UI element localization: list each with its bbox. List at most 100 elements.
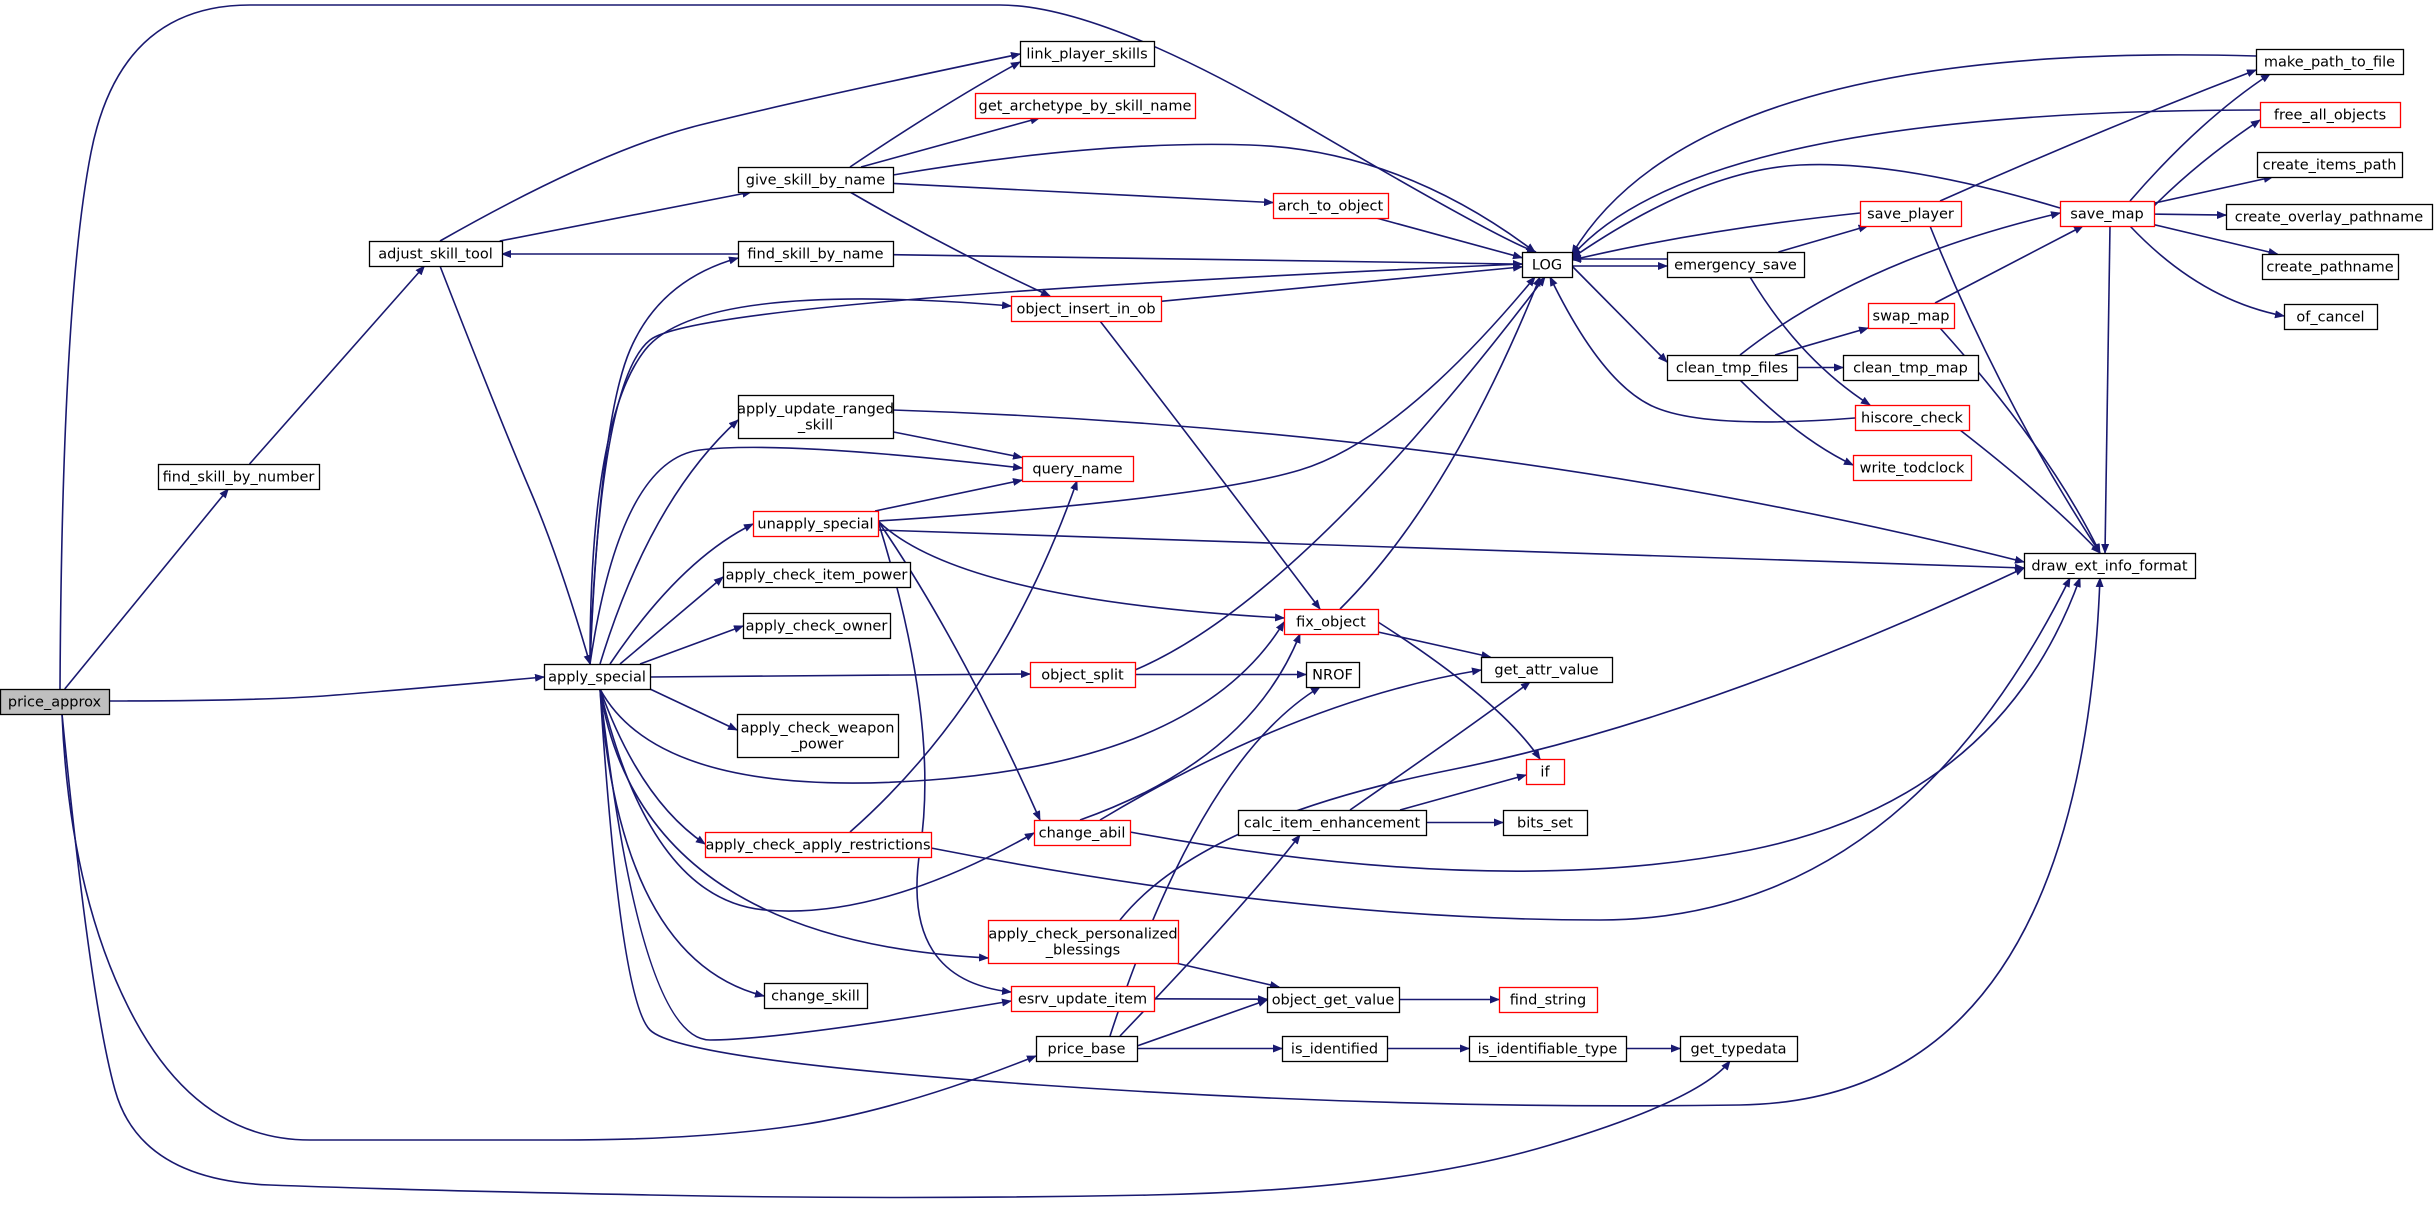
- node-label: write_todclock: [1860, 461, 1965, 477]
- node-write_todclock[interactable]: write_todclock: [1852, 454, 1973, 482]
- call-edge-price_approx-to-LOG: [59, 4, 1537, 690]
- call-edge-save_map-to-create_items_path: [2153, 175, 2274, 204]
- node-box: [368, 240, 504, 268]
- call-edge-unapply_special-to-query_name: [874, 478, 1023, 512]
- node-draw_ext_info_format[interactable]: draw_ext_info_format: [2023, 552, 2197, 580]
- node-label: object_split: [1041, 668, 1124, 684]
- call-edge-unapply_special-to-fix_object: [877, 520, 1285, 622]
- node-apply_check_weapon_power[interactable]: apply_check_weapon_power: [736, 713, 900, 759]
- node-price_base[interactable]: price_base: [1035, 1035, 1139, 1063]
- node-box: [987, 919, 1180, 965]
- node-object_split[interactable]: object_split: [1029, 661, 1137, 689]
- node-box: [1272, 192, 1390, 220]
- node-make_path_to_file[interactable]: make_path_to_file: [2255, 48, 2405, 76]
- node-link_player_skills[interactable]: link_player_skills: [1019, 40, 1156, 68]
- call-edge-change_abil-to-fix_object: [1079, 633, 1301, 821]
- node-esrv_update_item[interactable]: esrv_update_item: [1010, 985, 1156, 1013]
- node-label: bits_set: [1517, 816, 1573, 832]
- node-is_identifiable_type[interactable]: is_identifiable_type: [1468, 1035, 1628, 1063]
- node-clean_tmp_files[interactable]: clean_tmp_files: [1666, 354, 1799, 382]
- call-edge-fix_object-to-get_attr_value: [1377, 631, 1492, 659]
- call-edge-price_approx-to-find_skill_by_number: [64, 488, 229, 690]
- node-NROF[interactable]: NROF: [1305, 661, 1361, 689]
- node-find_skill_by_number[interactable]: find_skill_by_number: [157, 463, 321, 491]
- node-box: [1867, 302, 1956, 330]
- node-create_overlay_pathname[interactable]: create_overlay_pathname: [2225, 203, 2434, 231]
- node-swap_map[interactable]: swap_map: [1867, 302, 1956, 330]
- node-arch_to_object[interactable]: arch_to_object: [1272, 192, 1390, 220]
- node-unapply_special[interactable]: unapply_special: [752, 510, 880, 538]
- node-get_typedata[interactable]: get_typedata: [1679, 1035, 1799, 1063]
- call-edge-apply_special-to-apply_check_personalized_blessings: [599, 688, 989, 962]
- node-apply_update_ranged_skill[interactable]: apply_update_ranged_skill: [737, 394, 895, 440]
- node-bits_set[interactable]: bits_set: [1502, 809, 1589, 837]
- node-free_all_objects[interactable]: free_all_objects: [2259, 101, 2402, 129]
- node-apply_special[interactable]: apply_special: [543, 663, 652, 691]
- node-save_map[interactable]: save_map: [2059, 200, 2156, 228]
- node-give_skill_by_name[interactable]: give_skill_by_name: [737, 166, 895, 194]
- node-box: [1019, 40, 1156, 68]
- node-label: if: [1540, 765, 1550, 781]
- node-box: [1237, 809, 1428, 837]
- call-edge-save_player-to-make_path_to_file: [1939, 69, 2257, 202]
- node-calc_item_enhancement[interactable]: calc_item_enhancement: [1237, 809, 1428, 837]
- node-box: [2255, 48, 2405, 76]
- call-edge-emergency_save-to-hiscore_check: [1749, 276, 1871, 406]
- node-get_attr_value[interactable]: get_attr_value: [1480, 656, 1614, 684]
- call-edge-object_split-to-LOG: [1134, 276, 1546, 671]
- call-edge-save_map-to-of_cancel: [2129, 225, 2285, 319]
- node-emergency_save[interactable]: emergency_save: [1666, 251, 1806, 279]
- node-save_player[interactable]: save_player: [1859, 200, 1963, 228]
- node-label: apply_check_owner: [746, 619, 888, 635]
- node-if[interactable]: if: [1525, 758, 1566, 786]
- node-label: create_items_path: [2263, 158, 2397, 174]
- node-label: link_player_skills: [1026, 47, 1147, 63]
- call-edge-apply_check_personalized_blessings-to-draw_ext_info_format: [1119, 567, 2025, 921]
- node-label: change_abil: [1039, 826, 1126, 842]
- node-apply_check_apply_restrictions[interactable]: apply_check_apply_restrictions: [704, 831, 933, 859]
- node-find_string[interactable]: find_string: [1498, 986, 1599, 1014]
- node-box: [1010, 985, 1156, 1013]
- node-change_skill[interactable]: change_skill: [763, 982, 869, 1010]
- node-label: object_get_value: [1272, 993, 1395, 1009]
- node-apply_check_personalized_blessings[interactable]: apply_check_personalized_blessings: [987, 919, 1180, 965]
- node-LOG[interactable]: LOG: [1521, 251, 1574, 279]
- node-is_identified[interactable]: is_identified: [1281, 1035, 1389, 1063]
- node-box: [1305, 661, 1361, 689]
- node-box: [1035, 1035, 1139, 1063]
- node-object_insert_in_ob[interactable]: object_insert_in_ob: [1010, 295, 1163, 323]
- node-label: LOG: [1532, 258, 1562, 274]
- node-get_archetype_by_skill_name[interactable]: get_archetype_by_skill_name: [974, 92, 1197, 120]
- node-label: find_skill_by_name: [747, 247, 883, 263]
- node-label: query_name: [1032, 462, 1122, 478]
- node-box: [1666, 251, 1806, 279]
- node-change_abil[interactable]: change_abil: [1033, 819, 1132, 847]
- call-edge-object_insert_in_ob-to-LOG: [1160, 263, 1523, 303]
- call-edge-find_skill_by_number-to-adjust_skill_tool: [248, 265, 426, 465]
- node-apply_check_owner[interactable]: apply_check_owner: [742, 612, 892, 640]
- node-label: find_string: [1510, 993, 1586, 1009]
- node-box: [1033, 819, 1132, 847]
- node-object_get_value[interactable]: object_get_value: [1266, 986, 1401, 1014]
- node-box: [722, 561, 912, 589]
- node-price_approx[interactable]: price_approx: [0, 688, 111, 716]
- node-create_items_path[interactable]: create_items_path: [2256, 151, 2404, 179]
- node-label: swap_map: [1873, 309, 1950, 325]
- node-create_pathname[interactable]: create_pathname: [2261, 253, 2400, 281]
- node-clean_tmp_map[interactable]: clean_tmp_map: [1842, 354, 1980, 382]
- node-label: _skill: [797, 418, 833, 434]
- node-hiscore_check[interactable]: hiscore_check: [1854, 404, 1971, 432]
- node-label: get_archetype_by_skill_name: [979, 99, 1192, 115]
- node-find_skill_by_name[interactable]: find_skill_by_name: [737, 240, 895, 268]
- node-fix_object[interactable]: fix_object: [1283, 608, 1380, 636]
- call-edge-free_all_objects-to-LOG: [1571, 109, 2261, 257]
- call-edge-apply_check_personalized_blessings-to-object_get_value: [1175, 962, 1281, 989]
- node-adjust_skill_tool[interactable]: adjust_skill_tool: [368, 240, 504, 268]
- node-query_name[interactable]: query_name: [1021, 455, 1135, 483]
- node-of_cancel[interactable]: of_cancel: [2283, 303, 2379, 331]
- node-apply_check_item_power[interactable]: apply_check_item_power: [722, 561, 912, 589]
- node-box: [1480, 656, 1614, 684]
- call-edge-give_skill_by_name-to-object_insert_in_ob: [849, 191, 1051, 297]
- call-edge-unapply_special-to-change_abil: [877, 520, 1041, 821]
